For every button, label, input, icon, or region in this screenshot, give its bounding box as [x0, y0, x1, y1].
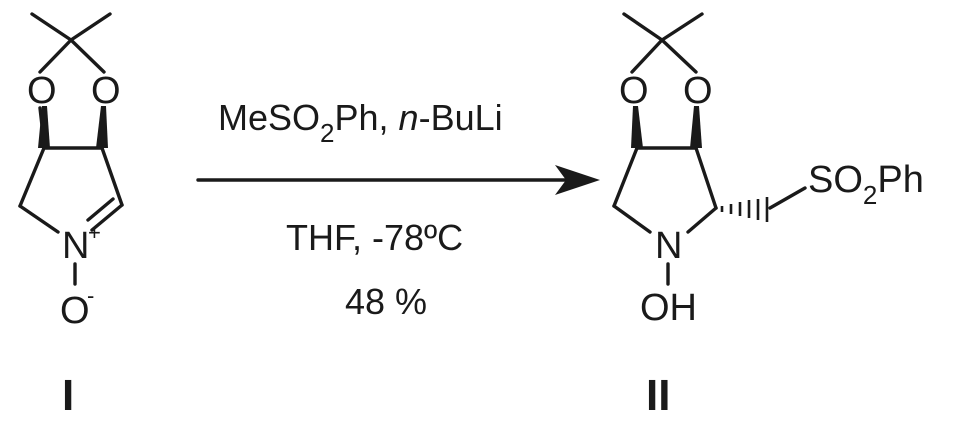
c1-wedge-right: [96, 106, 108, 148]
c2-ch2-s-bond: [768, 186, 807, 210]
c2-acetal-o-left-bond: [630, 38, 664, 74]
yield-text: 48 %: [345, 281, 427, 322]
compound-2-label: II: [646, 371, 670, 420]
c2-sulfonyl-group: SO2Ph: [808, 159, 924, 210]
c1-ch2-n-bond: [18, 204, 60, 234]
c1-atom-o-right: O: [91, 70, 121, 112]
c1-o-charge: -: [87, 283, 94, 308]
c2-wedge-right: [690, 106, 702, 148]
c1-ch2-bond-1: [18, 146, 46, 208]
c1-methyl-left-bond: [30, 12, 73, 42]
c1-atom-o-left: O: [27, 70, 57, 112]
c2-atom-o-right: O: [683, 70, 713, 112]
reaction-arrow-head: [555, 165, 600, 195]
c2-methyl-left-bond: [622, 12, 664, 42]
c2-ch-n-bond: [686, 206, 718, 234]
c1-atom-o-oxide: O: [60, 290, 90, 332]
c1-acetal-o-right-bond: [69, 38, 106, 74]
reagent-text: MeSO2Ph, n-BuLi: [218, 97, 503, 148]
compound-1-label: I: [62, 371, 74, 420]
c2-c-ch-bond: [694, 146, 718, 210]
c1-methyl-right-bond: [69, 12, 112, 42]
compound-2-structure: O O N OH SO2Ph: [612, 12, 924, 329]
c1-atom-n: N: [62, 225, 89, 267]
c1-acetal-o-left-bond: [38, 38, 73, 74]
c2-atom-oh: OH: [640, 287, 697, 329]
c1-wedge-left: [38, 106, 50, 148]
c2-acetal-o-right-bond: [660, 38, 698, 74]
conditions-text: THF, -78ºC: [286, 217, 463, 258]
c1-n-charge: +: [88, 220, 101, 245]
c1-ch-n-double-2: [86, 197, 115, 222]
c2-atom-n: N: [655, 225, 682, 267]
c2-wedge-left: [631, 106, 643, 148]
c2-atom-o-left: O: [619, 70, 649, 112]
c2-ch2-bond: [612, 146, 639, 208]
compound-1-structure: O O N + O -: [18, 12, 124, 332]
c2-hashed-bond: [720, 197, 769, 222]
c1-c-ch-bond: [100, 146, 124, 207]
reaction-arrow-group: MeSO2Ph, n-BuLi THF, -78ºC 48 %: [196, 97, 600, 322]
c2-methyl-right-bond: [660, 12, 704, 42]
c2-ch2-n-bond: [612, 204, 652, 234]
c1-ch-n-double-1: [90, 203, 124, 232]
